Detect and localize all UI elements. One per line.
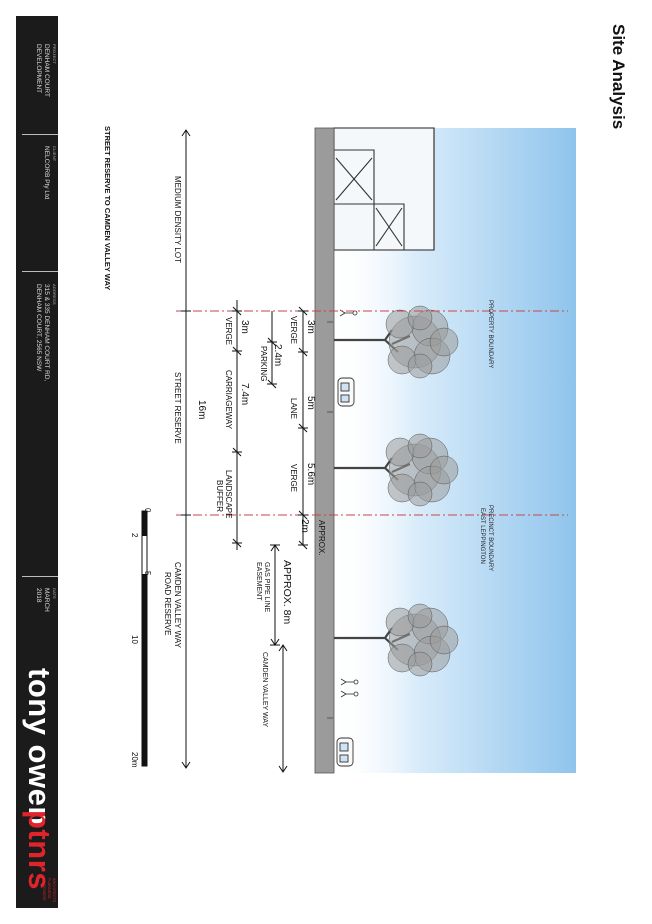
address-line-2: DENHAM COURT, 2565 NSW	[35, 284, 42, 372]
verge-3-label: VERGE	[289, 464, 298, 493]
pedestrian-figure	[339, 309, 359, 698]
carriageway-width: 7.4m	[239, 383, 250, 406]
gas-easement-width: APPROX. 8m	[281, 560, 293, 625]
sidebar-divider	[22, 576, 58, 577]
scale-tick-2: 2	[130, 533, 139, 538]
precinct-boundary-sublabel: EAST LEPPINGTON	[479, 508, 485, 564]
moving-car	[336, 737, 354, 767]
logo-subtitle-1: ARCHITECTS	[52, 878, 56, 903]
kerb-marks	[327, 321, 333, 719]
verge-2-width: 3m	[239, 320, 250, 334]
street-reserve-width: 16m	[196, 400, 207, 420]
medium-density-lot-label: MEDIUM DENSITY LOT	[173, 176, 182, 263]
scale-bar	[141, 510, 148, 767]
existing-building	[333, 127, 435, 251]
verge-1-label: VERGE	[289, 316, 298, 345]
section-caption: STREET RESERVE TO CAMDEN VALLEY WAY	[103, 126, 112, 291]
verge-1-width: 3m	[305, 320, 316, 334]
project-label: PROJECT	[52, 44, 57, 65]
camden-road-reserve-label-1: CAMDEN VALLEY WAY	[173, 562, 182, 648]
verge-2-label: VERGE	[224, 317, 233, 346]
logo-subtitle-2: PLANNERS	[47, 878, 51, 899]
logo-text-white: tony owen	[22, 668, 57, 826]
approx-label: APPROX.	[317, 520, 326, 556]
scale-tick-0: 0	[143, 508, 152, 513]
property-boundary-label: PROPERTY BOUNDARY	[487, 300, 493, 369]
date-month: MARCH	[43, 588, 50, 612]
landscape-buffer-label-2: BUFFER	[215, 480, 224, 512]
gas-easement-label-1: GAS PIPE LINE	[263, 562, 270, 613]
dimension-lines	[181, 129, 308, 773]
gas-easement-label-2: EASEMENT	[255, 562, 262, 601]
street-tree-icon	[334, 305, 459, 379]
date-year: 2018	[35, 588, 42, 603]
ground-line	[314, 127, 335, 774]
lane-label: LANE	[289, 398, 298, 419]
camden-valley-way-label: CAMDEN VALLEY WAY	[261, 652, 268, 728]
logo-subtitle-3: DESIGNERS	[42, 878, 46, 901]
approx-2m-width: 2m	[299, 519, 310, 533]
landscape-buffer-label-1: LANDSCAPE	[224, 470, 233, 519]
parked-car	[337, 377, 355, 407]
verge-3-width: 5.6m	[305, 463, 316, 486]
date-label: DATE	[52, 588, 57, 600]
address-line-1: 315 & 335 DENHAM COURT RD,	[43, 284, 50, 382]
street-tree-icon	[334, 433, 459, 507]
street-reserve-label: STREET RESERVE	[173, 372, 182, 444]
page-title: Site Analysis	[609, 24, 628, 130]
sidebar-divider	[22, 271, 58, 272]
project-name-line-2: DEVELOPMENT	[35, 44, 42, 94]
street-tree-icon	[334, 603, 459, 677]
title-block-sidebar: PROJECT DENHAM COURT DEVELOPMENT CLIENT …	[16, 16, 58, 908]
parking-label: PARKING	[259, 346, 268, 382]
project-name-line-1: DENHAM COURT	[43, 44, 50, 97]
lane-width: 5m	[305, 396, 316, 410]
precinct-boundary-label: PRECINCT BOUNDARY	[487, 505, 493, 572]
scale-tick-20: 20m	[130, 752, 139, 768]
address-label: ADDRESS	[52, 284, 57, 305]
client-name: NELCORB Pty Ltd	[43, 146, 50, 200]
sidebar-divider	[22, 134, 58, 135]
client-label: CLIENT	[52, 146, 57, 162]
carriageway-label: CARRIAGEWAY	[224, 370, 233, 430]
scale-tick-5: 5	[143, 571, 152, 576]
camden-road-reserve-label-2: ROAD RESERVE	[163, 572, 172, 636]
parking-width: 2.4m	[272, 344, 283, 367]
scale-tick-10: 10	[130, 635, 139, 644]
